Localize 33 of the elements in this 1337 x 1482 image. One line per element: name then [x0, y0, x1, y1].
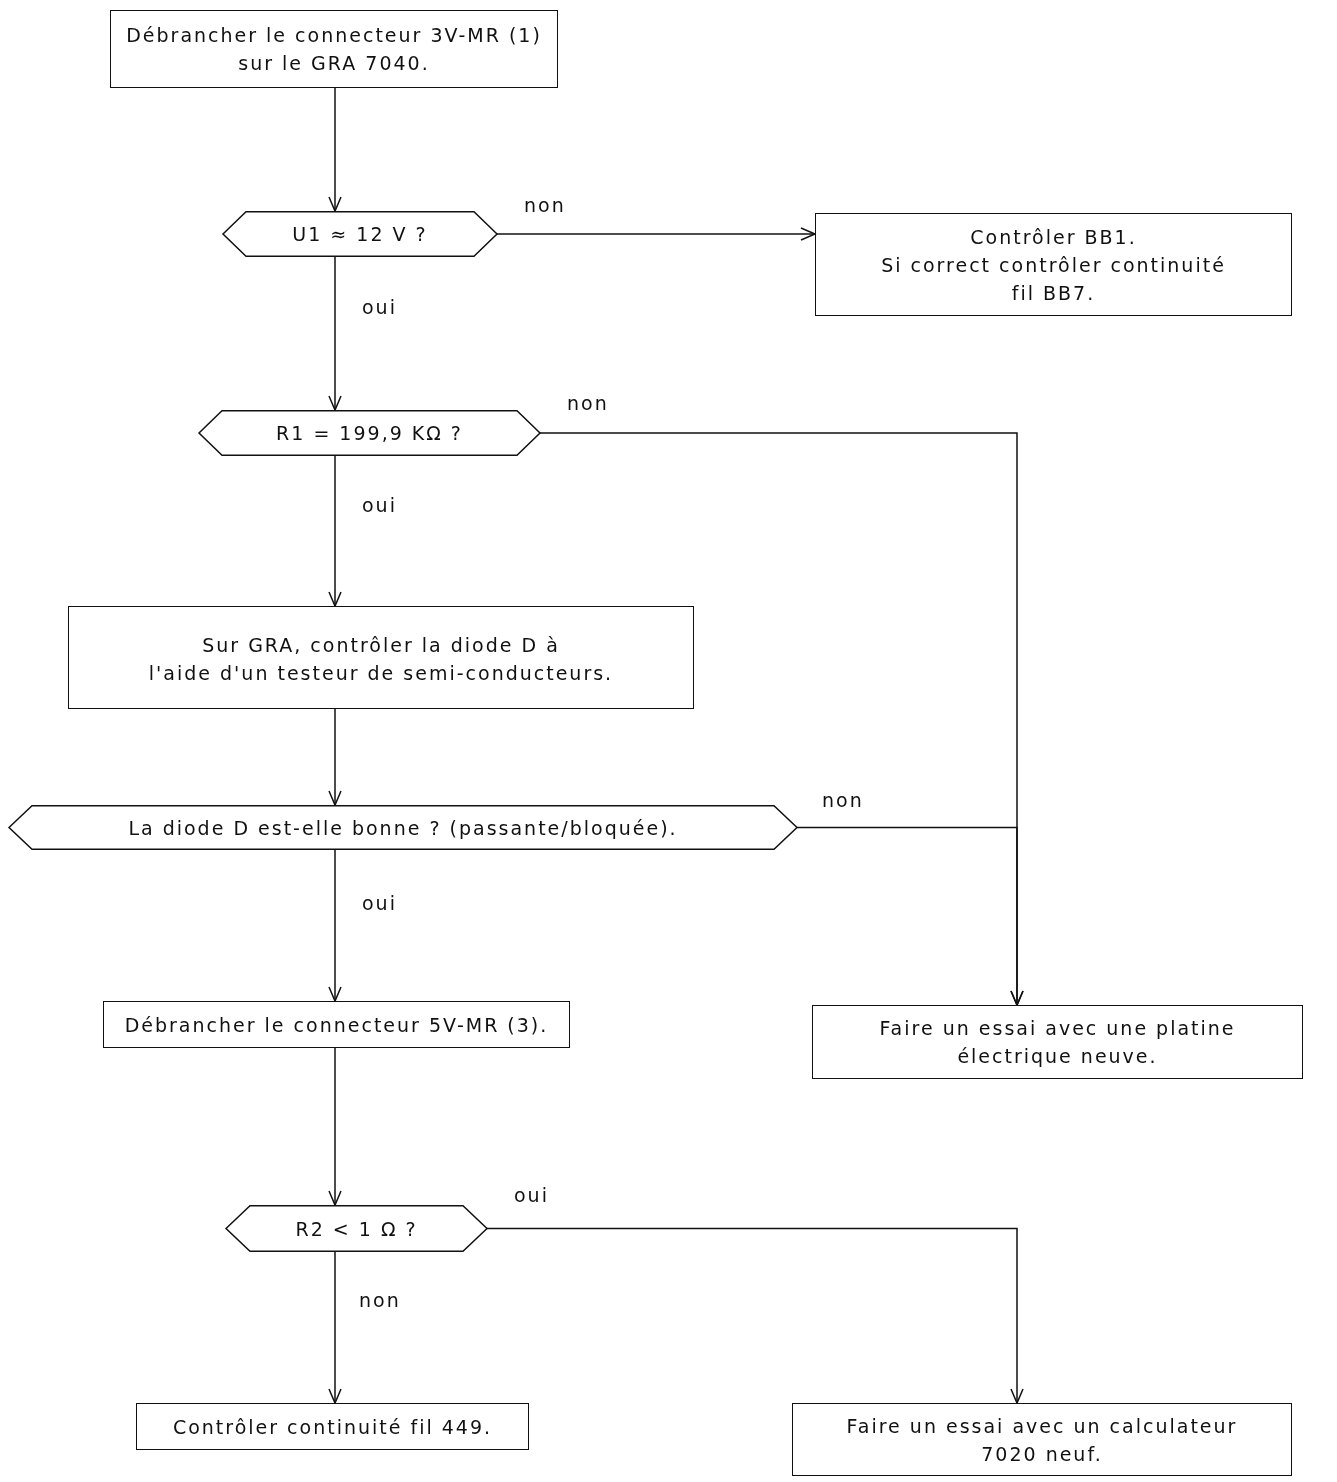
question-text: R1 = 199,9 KΩ ?	[276, 421, 463, 446]
flow-arrow	[496, 227, 816, 241]
step-text: Faire un essai avec une platine électrique neuve.	[879, 1016, 1236, 1069]
question-text: U1 ≈ 12 V ?	[292, 222, 428, 247]
process-box	[812, 1005, 1303, 1079]
process-box	[136, 1403, 529, 1450]
decision-hexagon	[199, 410, 540, 456]
question-text: La diode D est-elle bonne ? (passante/bloquée).	[128, 815, 678, 841]
process-box	[792, 1403, 1292, 1476]
flow-arrow	[328, 849, 342, 1002]
flow-arrow	[328, 87, 342, 212]
step-text: Sur GRA, contrôler la diode D à l'aide d'un testeur de semi-conducteurs.	[148, 633, 614, 686]
decision-hexagon	[223, 211, 497, 257]
step-text: Débrancher le connecteur 3V-MR (1) sur le GRA 7040.	[126, 23, 542, 76]
process-box	[103, 1001, 570, 1048]
flow-arrow	[796, 826, 1024, 1006]
step-text: Si correct contrôler continuité fil BB7.	[881, 252, 1226, 306]
step-text: Faire un essai avec un calculateur 7020 neuf.	[846, 1413, 1238, 1467]
question-text: R2 < 1 Ω ?	[295, 1216, 418, 1242]
step-text: Contrôler continuité fil 449.	[172, 1414, 493, 1440]
decision-hexagon	[9, 805, 797, 850]
flow-arrow	[328, 455, 342, 607]
process-box	[815, 213, 1292, 316]
decision-hexagon	[226, 1205, 487, 1252]
flow-arrow	[328, 1251, 342, 1404]
flow-arrow	[328, 256, 342, 411]
flow-arrow	[486, 1227, 1024, 1404]
flow-arrow	[328, 708, 342, 806]
flow-arrow	[328, 1047, 342, 1206]
process-box	[110, 10, 558, 88]
step-text: Contrôler BB1.	[970, 224, 1137, 250]
process-box	[68, 606, 694, 709]
step-text: Débrancher le connecteur 5V-MR (3).	[124, 1012, 549, 1038]
